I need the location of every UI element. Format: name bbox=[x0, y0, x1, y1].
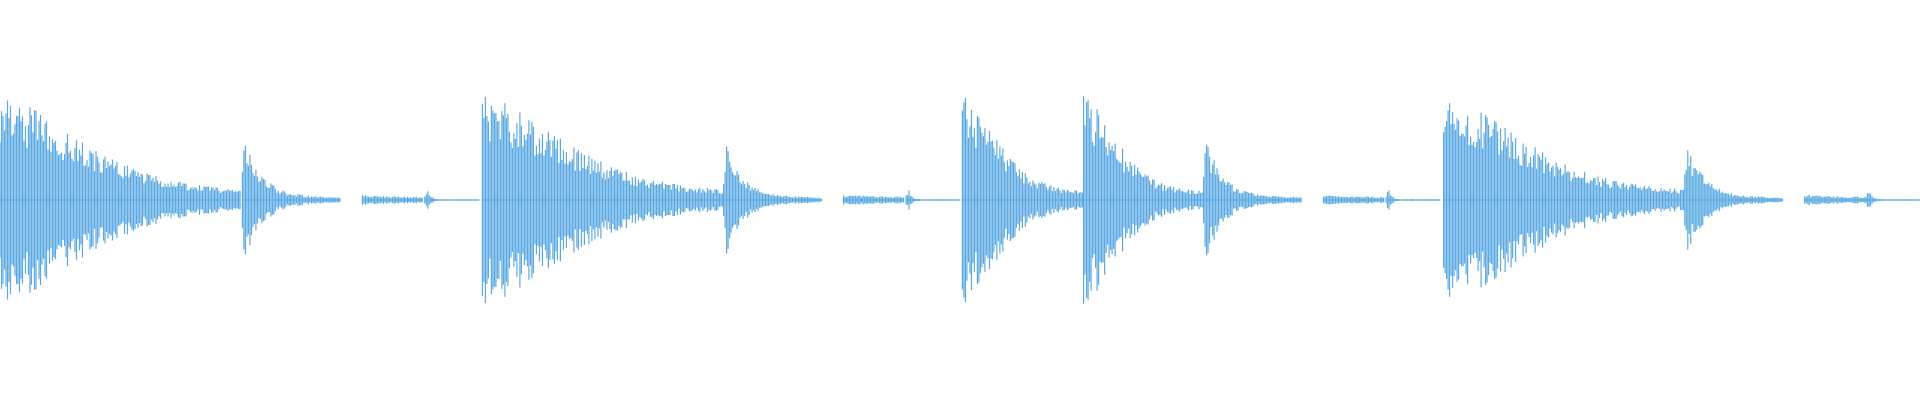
audio-waveform bbox=[0, 96, 1920, 304]
waveform-canvas bbox=[0, 96, 1920, 304]
